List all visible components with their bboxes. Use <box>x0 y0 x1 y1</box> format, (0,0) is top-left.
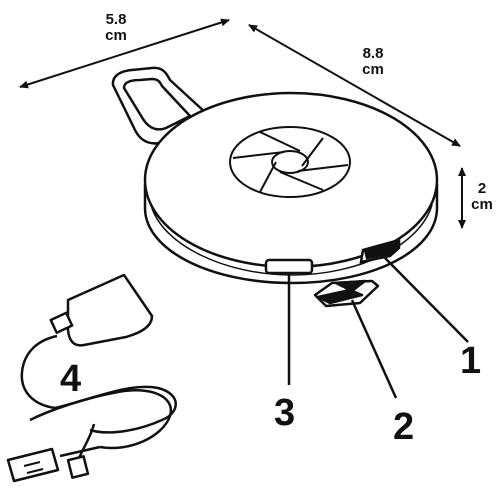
length-dimension-arrow <box>248 24 461 147</box>
height-value: 2 <box>477 180 487 197</box>
width-label: 5.8 cm <box>96 12 136 44</box>
height-unit: cm <box>471 196 493 213</box>
callout-1: 1 <box>460 340 482 382</box>
callout-2-leader <box>350 299 398 399</box>
callout-3: 3 <box>274 392 296 434</box>
callout-1-leader <box>384 257 469 343</box>
length-label: 8.8 cm <box>350 46 396 78</box>
width-value: 5.8 <box>105 11 127 28</box>
width-dimension-arrow <box>19 18 230 89</box>
width-unit: cm <box>105 27 127 44</box>
hdmi-port <box>359 238 401 264</box>
usb-power-cable <box>6 273 177 483</box>
callout-4: 4 <box>60 358 82 400</box>
hdmi-connector-tip <box>313 279 380 308</box>
length-value: 8.8 <box>362 45 384 62</box>
callout-2: 2 <box>393 406 415 448</box>
micro-usb-port <box>264 258 314 275</box>
length-unit: cm <box>362 61 384 78</box>
chrome-logo-icon <box>229 126 351 198</box>
height-label: 2 cm <box>466 181 498 213</box>
